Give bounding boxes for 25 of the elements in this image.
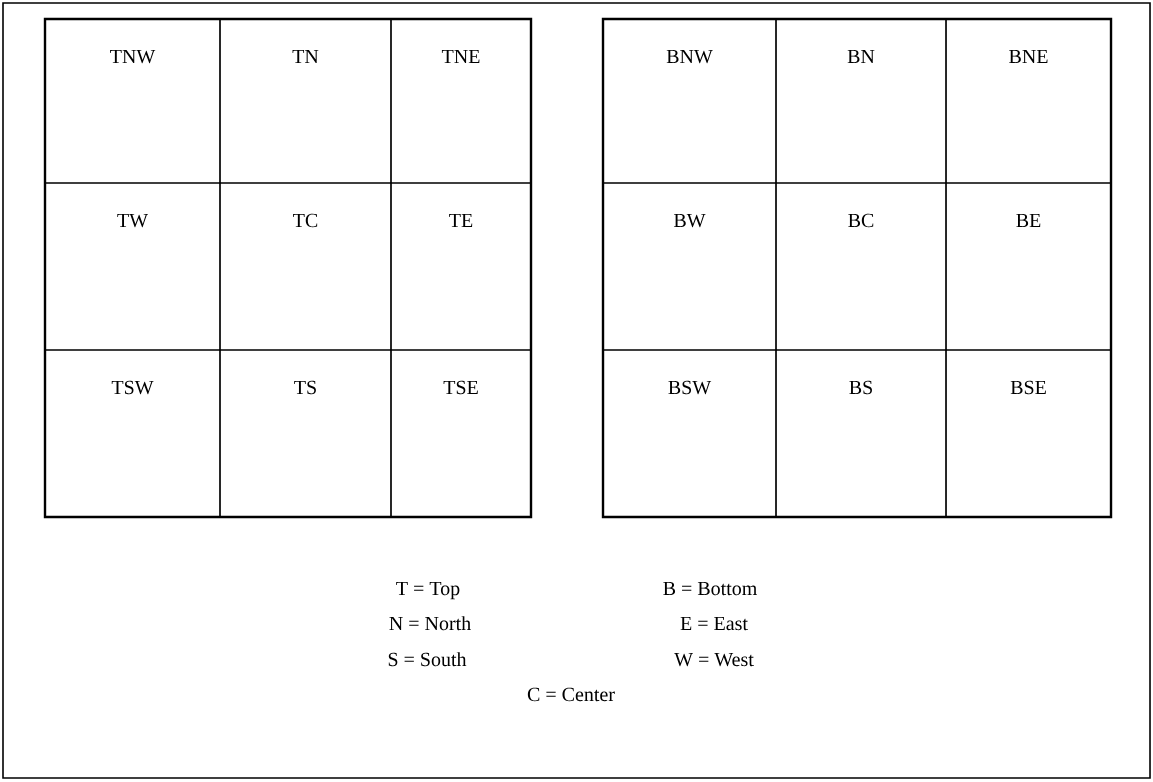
legend-text: T = Top	[396, 581, 460, 600]
legend-text: B = Bottom	[663, 581, 757, 596]
grid-cell: BN	[775, 18, 947, 184]
grid-cell: TC	[219, 182, 392, 351]
legend-text: E = East	[680, 616, 748, 631]
grid-cell: BS	[775, 349, 947, 518]
grid-cell: BNE	[945, 18, 1112, 184]
grid-cell: BSW	[602, 349, 777, 518]
grid-cell: TNW	[44, 18, 221, 184]
grid-cell: BC	[775, 182, 947, 351]
grid-cell: BNW	[602, 18, 777, 184]
grid-cell: TSE	[390, 349, 532, 518]
grid-cell: BW	[602, 182, 777, 351]
legend-text: C = Center	[527, 687, 615, 702]
grid-cell: BSE	[945, 349, 1112, 518]
legend-text: W = West	[674, 652, 754, 667]
grid-cell: TN	[219, 18, 392, 184]
legend-text: N = North	[389, 616, 471, 631]
grid-cell: TW	[44, 182, 221, 351]
grid-cell: BE	[945, 182, 1112, 351]
grid-cell: TS	[219, 349, 392, 518]
legend-text: S = South	[388, 652, 467, 667]
grid-cell: TNE	[390, 18, 532, 184]
grid-cell: TSW	[44, 349, 221, 518]
grid-cell: TE	[390, 182, 532, 351]
